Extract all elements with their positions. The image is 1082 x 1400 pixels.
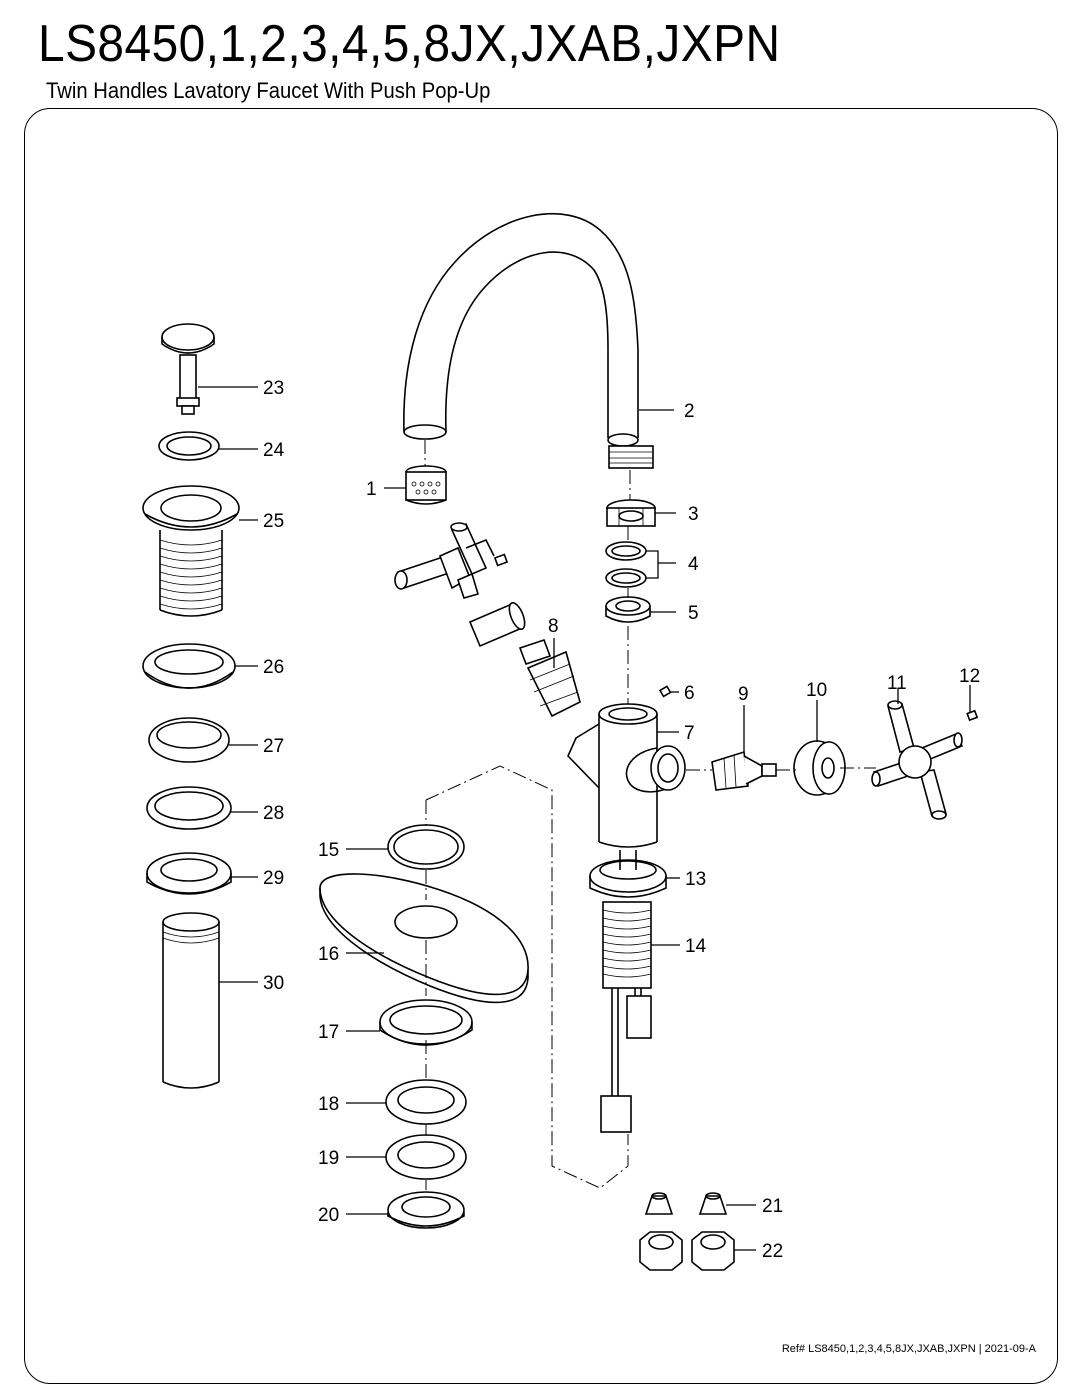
spout-lock-nut <box>605 596 651 623</box>
label-part-12: 12 <box>959 666 980 687</box>
spout-o-rings <box>605 541 647 588</box>
label-part-13: 13 <box>685 869 706 890</box>
spout <box>403 212 654 469</box>
handle-screw <box>966 709 979 722</box>
reference-note: Ref# LS8450,1,2,3,4,5,8JX,JXAB,JXPN | 20… <box>781 1343 1036 1355</box>
diagram-frame <box>24 108 1058 1384</box>
deck-plate-gasket <box>387 824 465 870</box>
part-labels: 1 2 3 4 5 6 7 8 9 10 11 12 13 14 15 16 1… <box>263 378 980 1262</box>
drain-flange-gasket <box>142 643 236 689</box>
label-part-19: 19 <box>318 1148 339 1169</box>
drain-tailpiece <box>162 912 220 1089</box>
label-part-7: 7 <box>684 723 695 744</box>
label-part-25: 25 <box>263 511 284 532</box>
drain-assembly <box>142 323 240 1089</box>
label-part-23: 23 <box>263 378 284 399</box>
label-part-11: 11 <box>887 673 907 694</box>
label-part-26: 26 <box>263 657 284 678</box>
label-part-5: 5 <box>688 603 699 624</box>
faucet-body <box>567 703 686 848</box>
label-part-6: 6 <box>684 683 695 704</box>
label-part-16: 16 <box>318 944 339 965</box>
spout-nut <box>606 499 656 527</box>
label-part-24: 24 <box>263 440 285 461</box>
drain-gasket <box>148 717 230 763</box>
label-part-15: 15 <box>318 840 339 861</box>
left-handle-adapter <box>468 602 526 648</box>
label-part-27: 27 <box>263 736 284 757</box>
page-subtitle: Twin Handles Lavatory Faucet With Push P… <box>46 78 491 103</box>
page-title: LS8450,1,2,3,4,5,8JX,JXAB,JXPN <box>38 15 781 73</box>
label-part-28: 28 <box>263 803 284 824</box>
drain-body <box>142 485 240 617</box>
aerator <box>405 465 447 505</box>
set-screw <box>658 685 672 698</box>
mounting-shank-and-hoses <box>600 850 652 1133</box>
compression-nuts <box>639 1231 735 1271</box>
label-part-8: 8 <box>548 616 559 637</box>
deck-nut <box>387 1191 465 1229</box>
label-part-4: 4 <box>688 554 699 575</box>
right-handle-adapter <box>793 740 846 796</box>
assembly-center-lines <box>424 440 876 1190</box>
deck-gasket <box>385 1079 467 1125</box>
label-part-22: 22 <box>762 1241 783 1262</box>
deck-plate <box>319 873 529 1004</box>
leader-lines <box>198 386 971 1251</box>
pop-up-stopper <box>161 323 215 415</box>
label-part-30: 30 <box>263 973 284 994</box>
label-part-3: 3 <box>688 504 699 525</box>
deck-washer <box>379 999 473 1046</box>
label-part-21: 21 <box>762 1196 783 1217</box>
label-part-29: 29 <box>263 868 284 889</box>
label-part-9: 9 <box>738 684 749 705</box>
label-part-20: 20 <box>318 1205 339 1226</box>
deck-lock-washer <box>385 1134 467 1180</box>
label-part-14: 14 <box>685 936 707 957</box>
stopper-seal-ring <box>158 431 220 461</box>
right-cartridge <box>711 750 777 791</box>
label-part-18: 18 <box>318 1094 339 1115</box>
right-cross-handle <box>871 700 964 820</box>
mounting-washer <box>589 859 667 898</box>
label-part-2: 2 <box>684 401 695 422</box>
left-cross-handle <box>394 522 509 599</box>
compression-sleeves <box>644 1192 728 1215</box>
drain-nut <box>146 852 232 895</box>
left-cartridge <box>518 638 581 718</box>
drain-washer <box>146 786 232 830</box>
label-part-10: 10 <box>806 680 827 701</box>
label-part-17: 17 <box>318 1022 339 1043</box>
label-part-1: 1 <box>366 479 377 500</box>
